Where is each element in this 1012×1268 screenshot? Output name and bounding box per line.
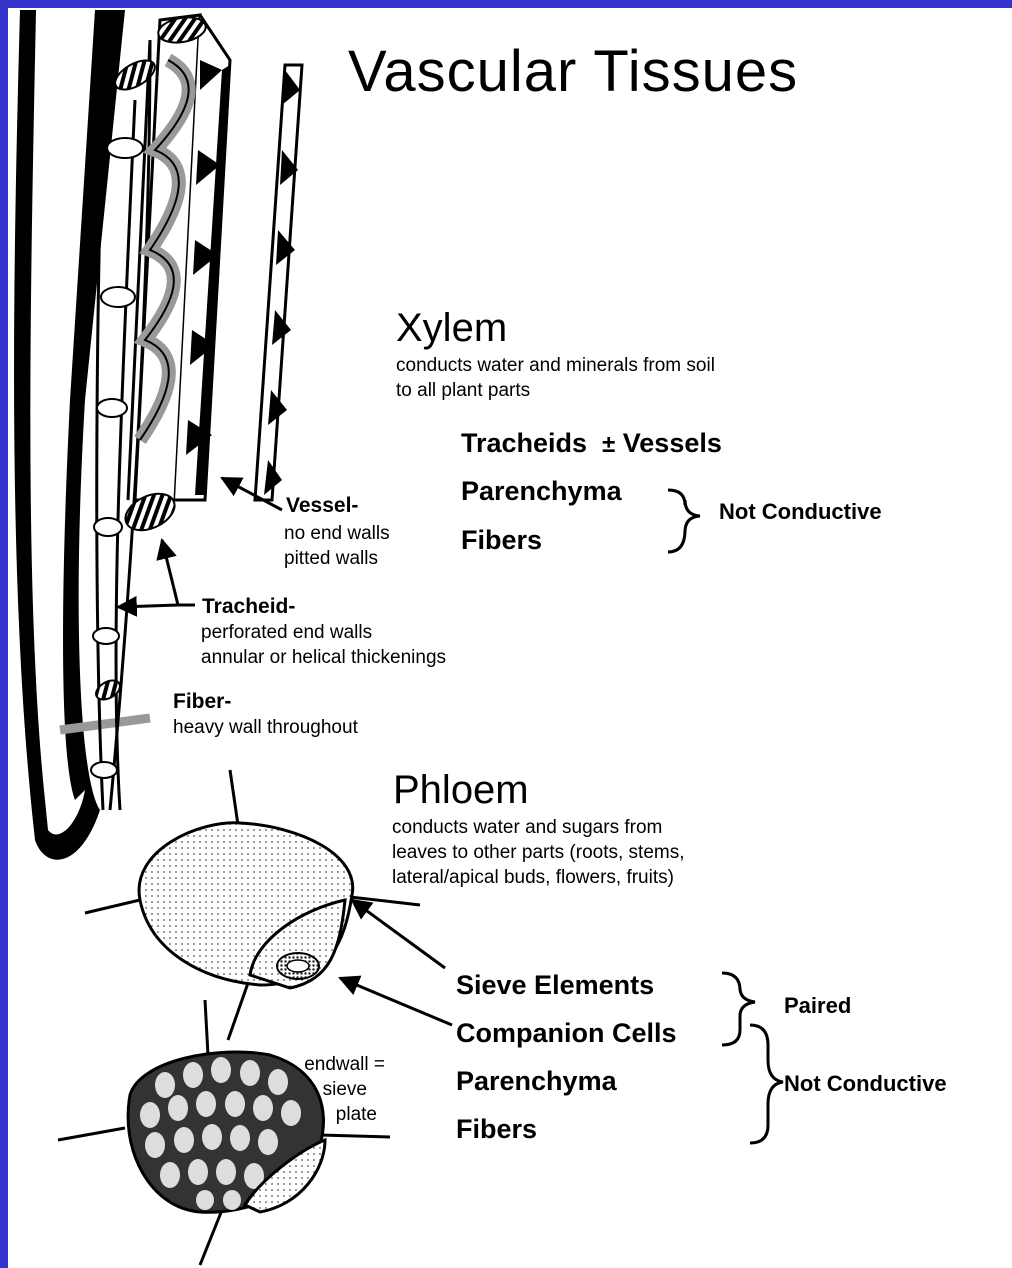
xylem-brace	[668, 490, 700, 552]
page-title: Vascular Tissues	[348, 38, 798, 105]
plus-minus-symbol: ±	[602, 431, 615, 458]
phloem-description-line-2: leaves to other parts (roots, stems,	[392, 840, 685, 865]
vessel-desc-line-1: no end walls	[284, 521, 390, 546]
phloem-item-sieve-elements: Sieve Elements	[456, 970, 654, 1001]
xylem-not-conductive-note: Not Conductive	[719, 499, 882, 525]
tracheid-desc-line-1: perforated end walls	[201, 620, 372, 645]
tracheid-desc-line-2: annular or helical thickenings	[201, 645, 446, 670]
endwall-label-line-2: sieve	[295, 1077, 367, 1102]
tracheid-pointer-arrow-2	[118, 605, 178, 607]
vessels-text: Vessels	[623, 428, 722, 458]
sieve-element-drawing	[85, 770, 420, 1040]
tracheid-pointer-arrow	[162, 540, 195, 605]
vessel-label: Vessel-	[286, 493, 358, 518]
sieve-plate-drawing	[58, 1000, 390, 1265]
tracheids-text: Tracheids	[461, 428, 587, 458]
fiber-desc-line-1: heavy wall throughout	[173, 715, 358, 740]
fiber-label: Fiber-	[173, 689, 231, 714]
phloem-item-parenchyma: Parenchyma	[456, 1066, 617, 1097]
xylem-description-line-1: conducts water and minerals from soil	[396, 353, 715, 378]
tracheid-label: Tracheid-	[202, 594, 295, 619]
paired-brace	[722, 973, 755, 1045]
endwall-label-line-1: endwall =	[295, 1052, 385, 1077]
xylem-item-parenchyma: Parenchyma	[461, 476, 622, 507]
vessel-cell-drawing	[120, 14, 230, 537]
sieve-element-pointer-arrow	[352, 900, 445, 968]
phloem-description-line-1: conducts water and sugars from	[392, 815, 662, 840]
endwall-label-line-3: plate	[295, 1102, 377, 1127]
phloem-item-fibers: Fibers	[456, 1114, 537, 1145]
companion-cell-pointer-arrow	[340, 978, 452, 1025]
xylem-item-fibers: Fibers	[461, 525, 542, 556]
diagram-canvas: Vascular Tissues Xylem conducts water an…	[8, 8, 1012, 1268]
paired-note: Paired	[784, 993, 851, 1019]
xylem-item-tracheids: Tracheids ± Vessels	[461, 428, 722, 459]
xylem-description-line-2: to all plant parts	[396, 378, 530, 403]
phloem-not-conductive-note: Not Conductive	[784, 1071, 947, 1097]
vessel-desc-line-2: pitted walls	[284, 546, 378, 571]
vessel-strand-drawing	[255, 65, 302, 500]
phloem-heading: Phloem	[393, 768, 529, 813]
xylem-heading: Xylem	[396, 306, 507, 351]
phloem-item-companion-cells: Companion Cells	[456, 1018, 677, 1049]
phloem-description-line-3: lateral/apical buds, flowers, fruits)	[392, 865, 674, 890]
phloem-brace	[750, 1025, 783, 1143]
